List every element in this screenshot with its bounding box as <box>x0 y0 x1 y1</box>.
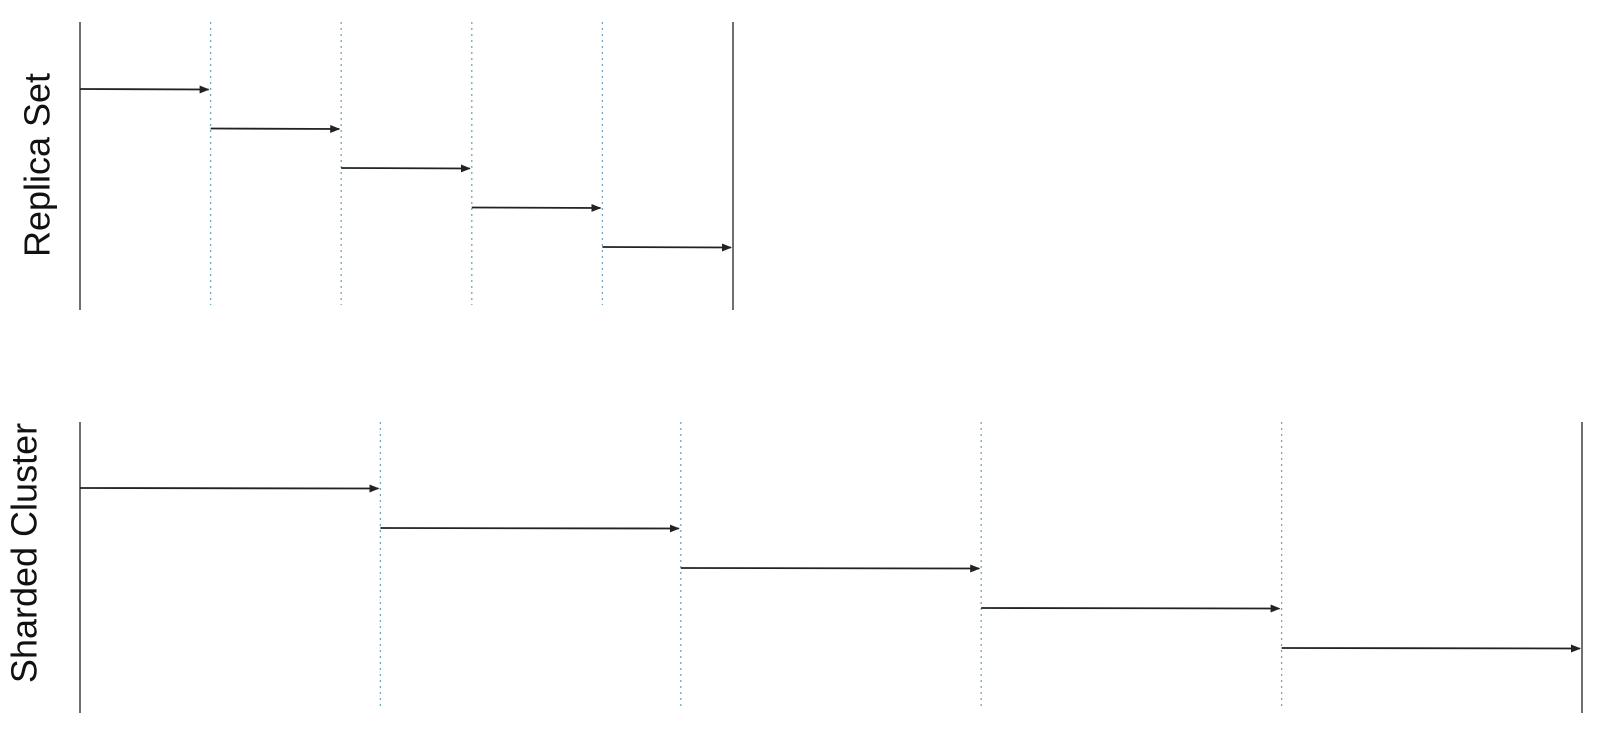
replica-set-section: Replica Set <box>17 22 734 310</box>
replica-set-step-arrow <box>210 124 341 133</box>
sharded-cluster-flow <box>79 422 1583 713</box>
replica-set-step-arrow <box>79 85 210 94</box>
replica-set-flow <box>79 22 734 310</box>
sharded-cluster-step-arrow <box>981 604 1281 613</box>
sharded-cluster-step-arrow <box>1281 644 1581 653</box>
sharded-cluster-step-arrow <box>79 484 380 493</box>
sharded-cluster-step-arrow <box>380 524 680 533</box>
sharded-cluster-section: Sharded Cluster <box>4 422 1583 713</box>
replica-set-step-arrow <box>471 203 602 212</box>
replica-set-label: Replica Set <box>17 73 58 257</box>
replica-set-step-arrow <box>341 164 471 173</box>
replica-set-step-arrow <box>602 243 732 252</box>
sharded-cluster-label: Sharded Cluster <box>4 423 45 683</box>
sharded-cluster-step-arrow <box>680 564 981 573</box>
